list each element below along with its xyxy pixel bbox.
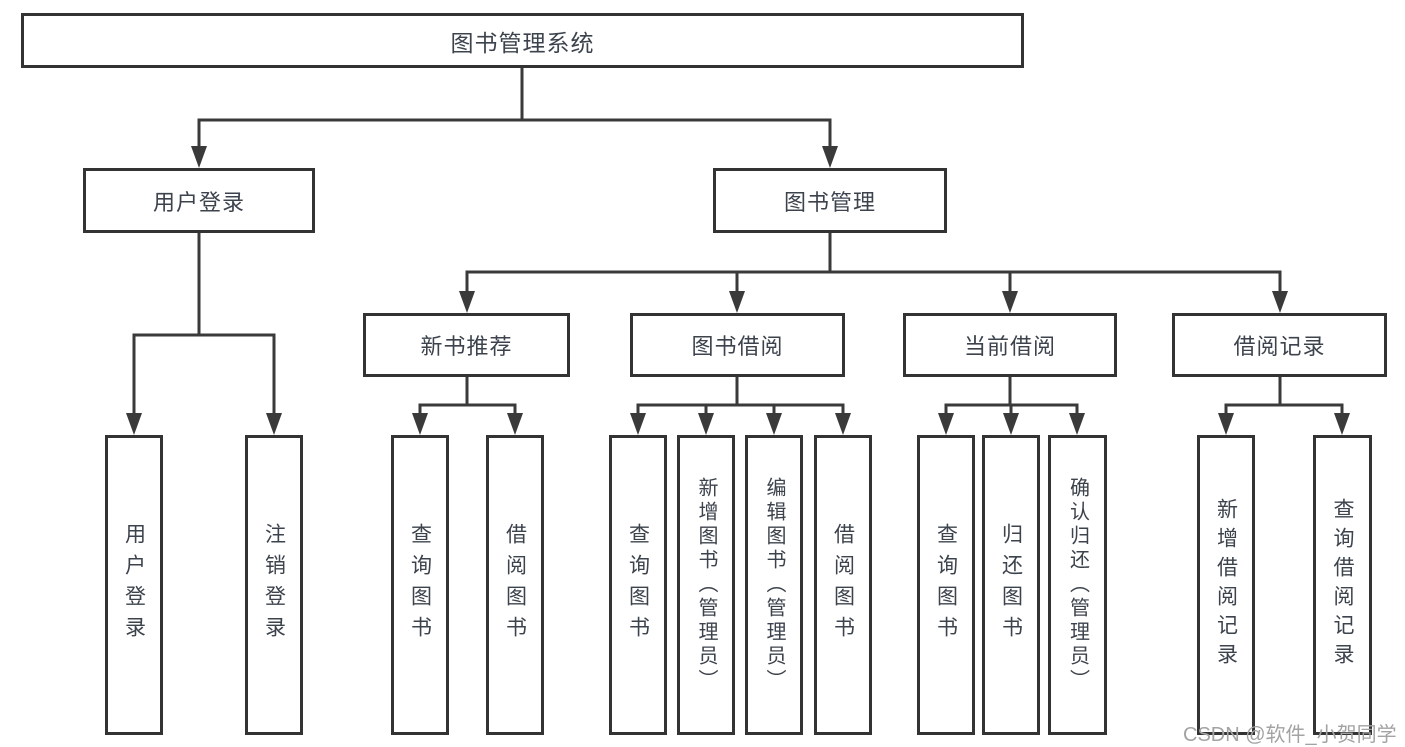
connector-userlogin-to-leaves xyxy=(126,233,282,435)
leaf-add-borrow-record: 新增借阅记录 xyxy=(1197,435,1255,735)
leaf-add-book-admin-label: 新增图书（管理员） xyxy=(695,477,717,693)
node-new-book-recommend: 新书推荐 xyxy=(363,313,570,377)
leaf-query-books-1: 查询图书 xyxy=(391,435,449,735)
node-user-login: 用户登录 xyxy=(83,168,315,233)
node-book-borrow: 图书借阅 xyxy=(630,313,845,377)
leaf-logout: 注销登录 xyxy=(245,435,303,735)
leaf-query-books-3-label: 查询图书 xyxy=(934,523,958,647)
leaf-query-books-1-label: 查询图书 xyxy=(408,523,432,647)
node-current-borrow-label: 当前借阅 xyxy=(963,334,1056,359)
leaf-user-login: 用户登录 xyxy=(105,435,163,735)
connector-borrowrecords-to-leaves xyxy=(1218,377,1350,435)
leaf-return-books: 归还图书 xyxy=(982,435,1040,735)
leaf-return-books-label: 归还图书 xyxy=(999,523,1023,647)
node-root-label: 图书管理系统 xyxy=(450,29,595,56)
leaf-borrow-books-1-label: 借阅图书 xyxy=(503,523,527,647)
node-user-login-label: 用户登录 xyxy=(152,189,245,215)
leaf-query-borrow-record: 查询借阅记录 xyxy=(1313,435,1372,735)
leaf-confirm-return-admin: 确认归还（管理员） xyxy=(1048,435,1107,735)
leaf-add-borrow-record-label: 新增借阅记录 xyxy=(1214,498,1238,672)
leaf-user-login-label: 用户登录 xyxy=(122,523,146,647)
leaf-confirm-return-admin-label: 确认归还（管理员） xyxy=(1066,477,1089,693)
node-current-borrow: 当前借阅 xyxy=(903,313,1117,377)
leaf-logout-label: 注销登录 xyxy=(262,523,286,647)
node-borrow-records-label: 借阅记录 xyxy=(1233,334,1326,359)
csdn-watermark: CSDN @软件_小贺同学 xyxy=(1183,724,1397,746)
leaf-query-borrow-record-label: 查询借阅记录 xyxy=(1331,498,1354,672)
node-book-management-label: 图书管理 xyxy=(783,189,876,215)
connector-bookborrow-to-leaves xyxy=(630,377,851,435)
node-book-borrow-label: 图书借阅 xyxy=(691,334,784,359)
leaf-add-book-admin: 新增图书（管理员） xyxy=(677,435,735,735)
node-root: 图书管理系统 xyxy=(21,13,1024,68)
leaf-query-books-2-label: 查询图书 xyxy=(626,523,650,647)
node-book-management: 图书管理 xyxy=(713,168,947,233)
leaf-edit-book-admin: 编辑图书（管理员） xyxy=(745,435,803,735)
connector-newbook-to-leaves xyxy=(412,377,523,435)
leaf-query-books-3: 查询图书 xyxy=(917,435,975,735)
leaf-borrow-books-2-label: 借阅图书 xyxy=(831,523,855,647)
leaf-edit-book-admin-label: 编辑图书（管理员） xyxy=(763,477,785,693)
leaf-borrow-books-1: 借阅图书 xyxy=(486,435,544,735)
node-new-book-recommend-label: 新书推荐 xyxy=(420,334,513,359)
connector-currentborrow-to-leaves xyxy=(938,377,1085,435)
connector-root-to-level2 xyxy=(191,68,838,168)
node-borrow-records: 借阅记录 xyxy=(1172,313,1387,377)
connector-bookmgmt-to-level3 xyxy=(459,233,1288,313)
leaf-query-books-2: 查询图书 xyxy=(609,435,667,735)
leaf-borrow-books-2: 借阅图书 xyxy=(814,435,872,735)
